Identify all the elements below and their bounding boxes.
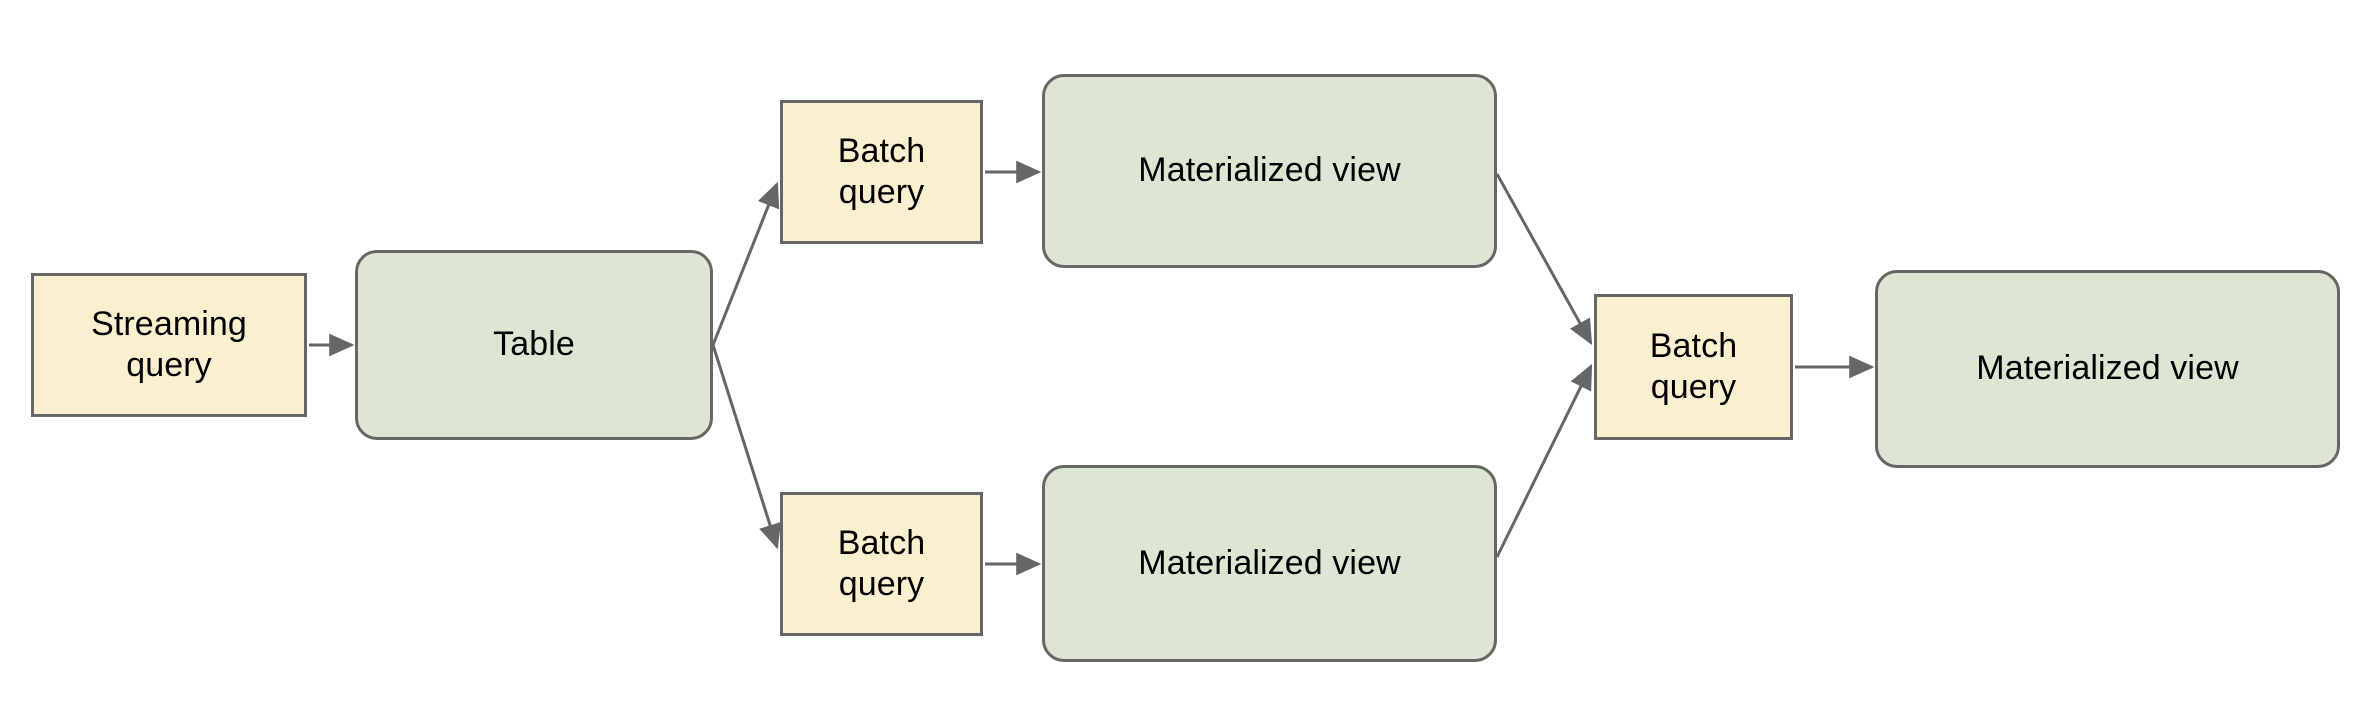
edge-mv-bottom-to-batch-join: [1495, 363, 1593, 558]
edge-table-to-batch-bottom: [711, 344, 781, 550]
node-batch-query-bottom[interactable]: Batch query: [780, 492, 983, 636]
node-label-materialized-view-final: Materialized view: [1976, 349, 2239, 388]
node-label-table: Table: [493, 325, 575, 364]
node-materialized-view-bottom[interactable]: Materialized view: [1042, 465, 1497, 662]
node-label-materialized-view-top: Materialized view: [1138, 151, 1401, 190]
node-materialized-view-final[interactable]: Materialized view: [1875, 270, 2340, 468]
edge-table-to-batch-top: [711, 181, 780, 346]
edge-mv-top-to-batch-join: [1495, 173, 1593, 346]
node-label-materialized-view-bottom: Materialized view: [1138, 543, 1401, 582]
node-batch-query-join[interactable]: Batch query: [1594, 294, 1793, 440]
node-table[interactable]: Table: [355, 250, 713, 440]
node-label-batch-query-join: Batch query: [1649, 326, 1738, 406]
node-streaming-query[interactable]: Streaming query: [31, 273, 307, 417]
node-label-batch-query-top: Batch query: [837, 131, 926, 211]
node-label-batch-query-bottom: Batch query: [837, 523, 926, 603]
node-materialized-view-top[interactable]: Materialized view: [1042, 74, 1497, 268]
node-label-streaming-query: Streaming query: [91, 304, 247, 384]
node-batch-query-top[interactable]: Batch query: [780, 100, 983, 244]
